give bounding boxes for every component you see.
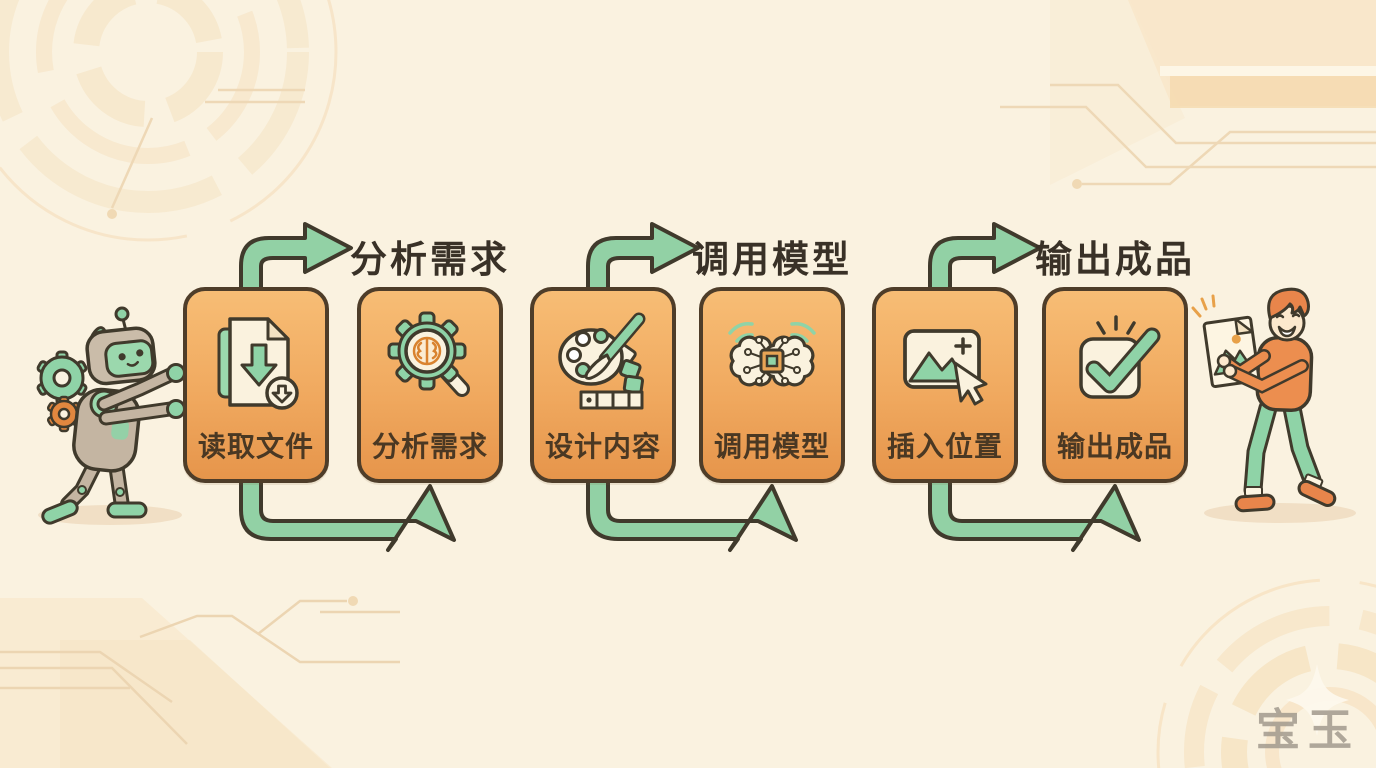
gear-icon-orange [46, 395, 82, 433]
checkbox-checkmark-icon [1065, 305, 1165, 423]
signal-waves-icon [728, 321, 816, 343]
step-label: 插入位置 [886, 430, 1003, 463]
brain-chip-icon [722, 305, 822, 423]
step-label: 调用模型 [713, 430, 830, 463]
step-card-model: 调用模型 [699, 287, 845, 483]
palette-brush-icon [553, 305, 653, 423]
step-label: 输出成品 [1056, 430, 1173, 463]
step-label: 分析需求 [371, 430, 488, 463]
circuit-decor-bottom-left [0, 596, 400, 768]
robot-shadow [38, 505, 182, 525]
step-card-read-file: 读取文件 [183, 287, 329, 483]
result-paper [1202, 315, 1261, 389]
stage-label-analyze: 分析需求 [350, 238, 510, 281]
image-insert-cursor-icon [895, 305, 995, 423]
cursor-arrow-icon [953, 361, 988, 406]
gear-magnifier-icon [380, 305, 480, 423]
step-label: 读取文件 [197, 430, 314, 463]
step-card-design: 设计内容 [530, 287, 676, 483]
document-download-icon [206, 305, 306, 423]
step-card-analyze: 分析需求 [357, 287, 503, 483]
stage-label-output: 输出成品 [1035, 238, 1195, 281]
step-label: 设计内容 [544, 430, 661, 463]
circuit-decor-top-right [1000, 0, 1376, 189]
arrow-loop-1 [239, 479, 456, 552]
step-card-insert: 插入位置 [872, 287, 1018, 483]
person-shadow [1204, 503, 1356, 523]
circuit-decor-top-left [0, 0, 338, 242]
person-character [1191, 287, 1337, 513]
stage-label-model: 调用模型 [692, 238, 852, 281]
watermark: 宝玉 [1256, 705, 1360, 756]
arrow-loop-2 [586, 479, 798, 552]
sparkle-lines-icon [1191, 294, 1216, 318]
arrow-loop-3 [928, 479, 1141, 552]
gear-icon-green [36, 350, 88, 406]
step-card-output: 输出成品 [1042, 287, 1188, 483]
robot-character [36, 306, 186, 525]
